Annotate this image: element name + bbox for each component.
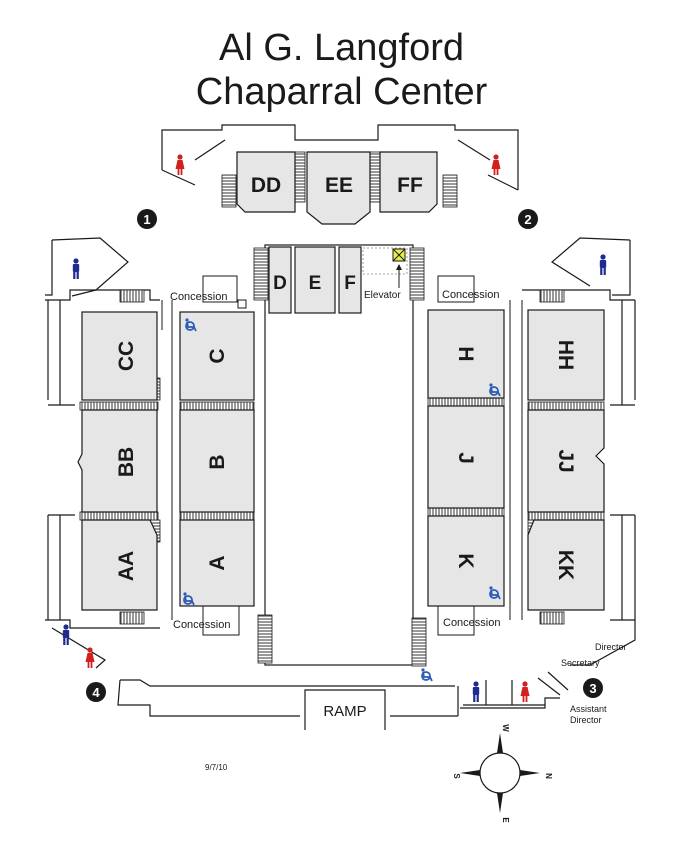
assistant-director-label-2: Director [570, 715, 602, 725]
section-d-label: D [273, 273, 287, 294]
section-f-label: F [344, 273, 356, 294]
svg-text:S: S [452, 773, 461, 779]
concession-label-nw: Concession [170, 291, 227, 303]
section-hh-label: HH [554, 340, 577, 370]
elevator-label: Elevator [364, 290, 401, 301]
svg-text:N: N [544, 773, 553, 779]
secretary-office-label: Secretary [561, 658, 600, 668]
compass-rose: W N E S [452, 724, 553, 823]
director-office-label: Director [595, 642, 627, 652]
section-e[interactable] [294, 246, 336, 314]
entrance-marker-1: 1 [137, 209, 157, 229]
section-h-label: H [454, 346, 477, 361]
women-restroom-icon-ne [491, 154, 501, 175]
section-k-label: K [454, 553, 477, 568]
svg-text:4: 4 [92, 685, 100, 700]
section-cc[interactable] [81, 311, 158, 401]
concession-stand-ne [437, 275, 475, 303]
svg-text:1: 1 [143, 212, 150, 227]
section-d[interactable] [268, 246, 292, 314]
section-dd-label: DD [251, 174, 281, 197]
concession-stand-se [437, 604, 475, 636]
women-restroom-icon-se [520, 681, 530, 702]
svg-text:W: W [501, 724, 510, 732]
section-c-label: C [206, 348, 229, 363]
assistant-director-label-1: Assistant [570, 704, 607, 714]
section-bb[interactable] [77, 409, 158, 513]
section-jj[interactable] [527, 409, 605, 513]
section-dd[interactable] [236, 151, 296, 213]
section-h[interactable] [427, 309, 505, 399]
men-restroom-icon-nw [72, 258, 80, 279]
section-j[interactable] [427, 405, 505, 509]
section-ee-label: EE [325, 174, 353, 197]
svg-text:E: E [501, 817, 510, 823]
map-title-line-1: Al G. Langford [218, 27, 465, 69]
women-restroom-icon-nw [175, 154, 185, 175]
section-jj-label: JJ [554, 449, 577, 472]
svg-text:2: 2 [524, 212, 531, 227]
section-e-label: E [309, 273, 322, 294]
entrance-marker-4: 4 [86, 682, 106, 702]
men-restroom-icon-ne [599, 254, 607, 275]
section-kk[interactable] [527, 519, 605, 611]
section-a[interactable] [179, 519, 255, 607]
section-cc-label: CC [115, 341, 138, 371]
men-restroom-icon-se [472, 681, 480, 702]
section-ee[interactable] [306, 151, 371, 225]
section-ff-label: FF [397, 174, 423, 197]
section-ff[interactable] [379, 151, 438, 213]
concession-label-se: Concession [443, 617, 500, 629]
section-aa[interactable] [81, 519, 158, 611]
women-restroom-icon-sw [85, 647, 95, 668]
section-kk-label: KK [554, 550, 577, 580]
section-aa-label: AA [115, 551, 138, 581]
concession-label-ne: Concession [442, 289, 499, 301]
section-hh[interactable] [527, 309, 605, 401]
map-date: 9/7/10 [205, 763, 228, 772]
concession-stand-nw [202, 275, 238, 303]
section-b[interactable] [179, 409, 255, 513]
men-restroom-icon-sw [62, 624, 70, 645]
section-f[interactable] [338, 246, 362, 314]
section-j-label: J [454, 452, 477, 464]
elevator-icon [392, 248, 406, 288]
concession-label-sw: Concession [173, 619, 230, 631]
svg-text:3: 3 [589, 681, 596, 696]
entrance-marker-2: 2 [518, 209, 538, 229]
section-bb-label: BB [115, 447, 138, 477]
ramp-label: RAMP [323, 703, 366, 720]
map-title-line-2: Chaparral Center [195, 71, 488, 113]
entrance-marker-3: 3 [583, 678, 603, 698]
section-b-label: B [206, 454, 229, 469]
section-a-label: A [206, 555, 229, 570]
accessible-entrance-icon [420, 667, 433, 682]
